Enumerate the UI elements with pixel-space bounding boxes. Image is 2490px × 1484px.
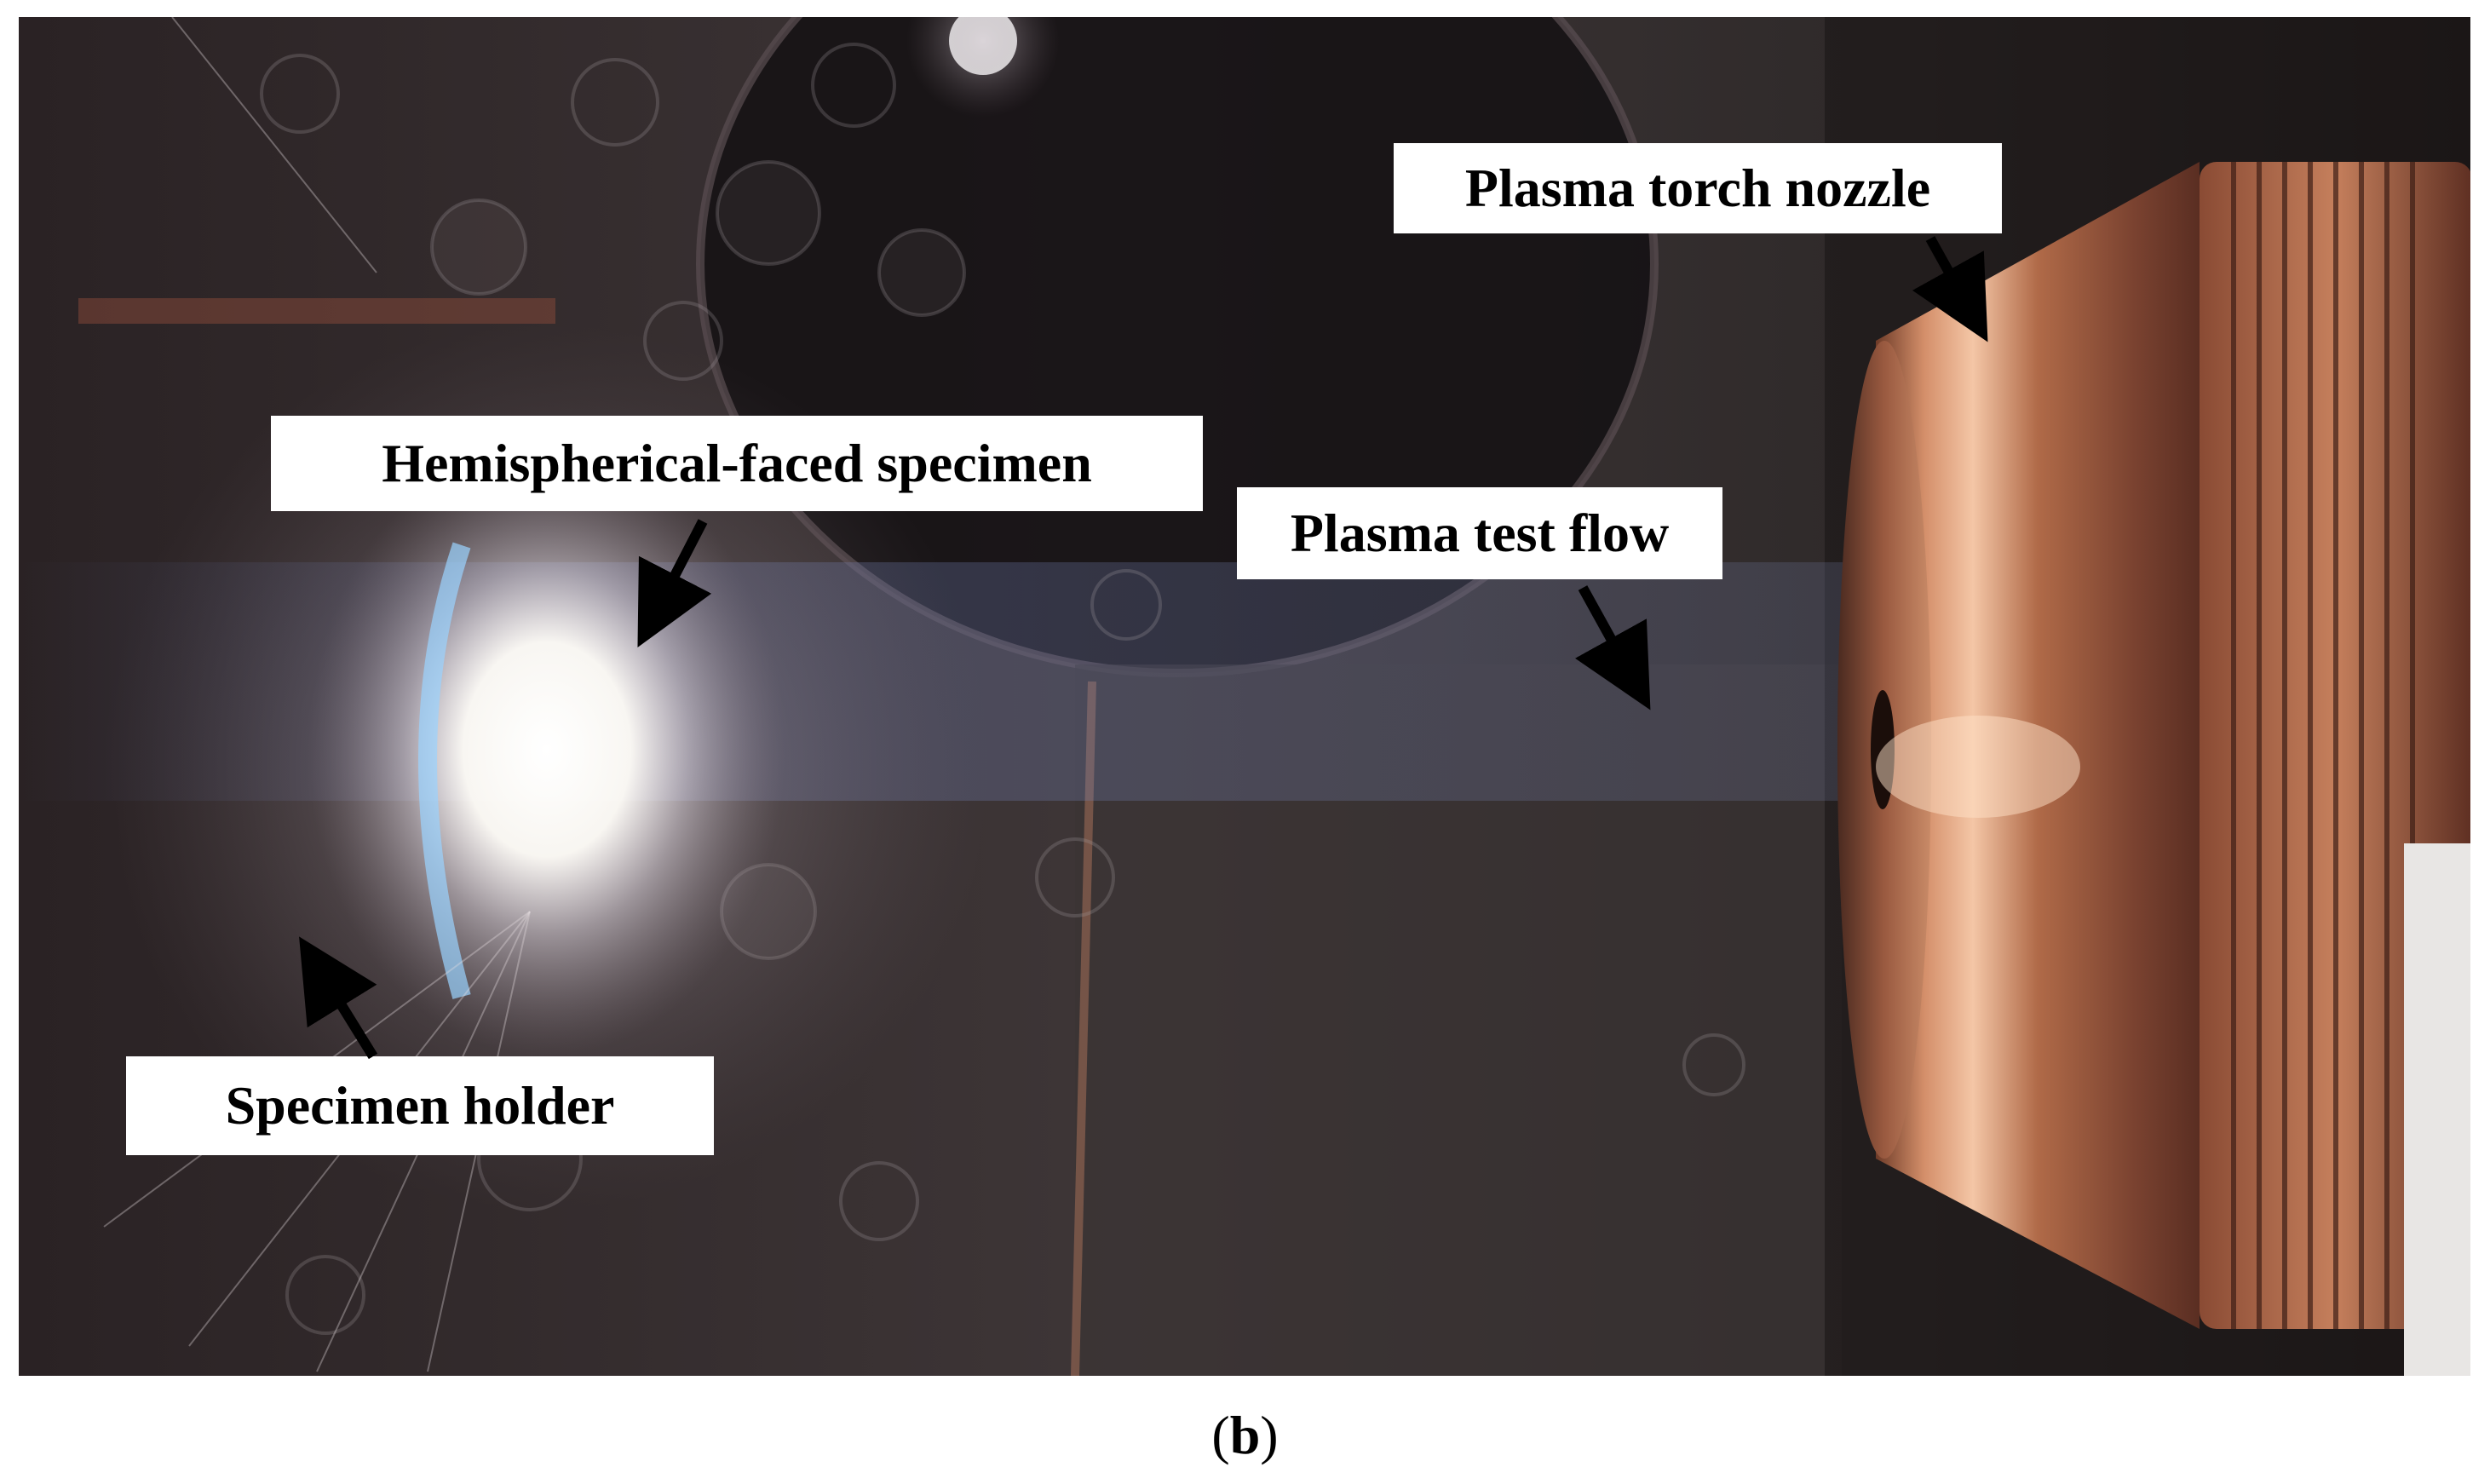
caption-letter: b (1229, 1405, 1261, 1465)
label-plasma-torch-nozzle: Plasma torch nozzle (1394, 143, 2002, 233)
label-hemispherical-faced-specimen: Hemispherical-faced specimen (271, 416, 1203, 511)
label-specimen-holder: Specimen holder (126, 1056, 714, 1155)
plasma-test-photo (19, 17, 2470, 1376)
figure-caption: (b) (0, 1389, 2490, 1482)
caption-open: ( (1211, 1405, 1230, 1465)
label-plasma-test-flow: Plasma test flow (1237, 487, 1722, 579)
caption-close: ) (1260, 1405, 1279, 1465)
